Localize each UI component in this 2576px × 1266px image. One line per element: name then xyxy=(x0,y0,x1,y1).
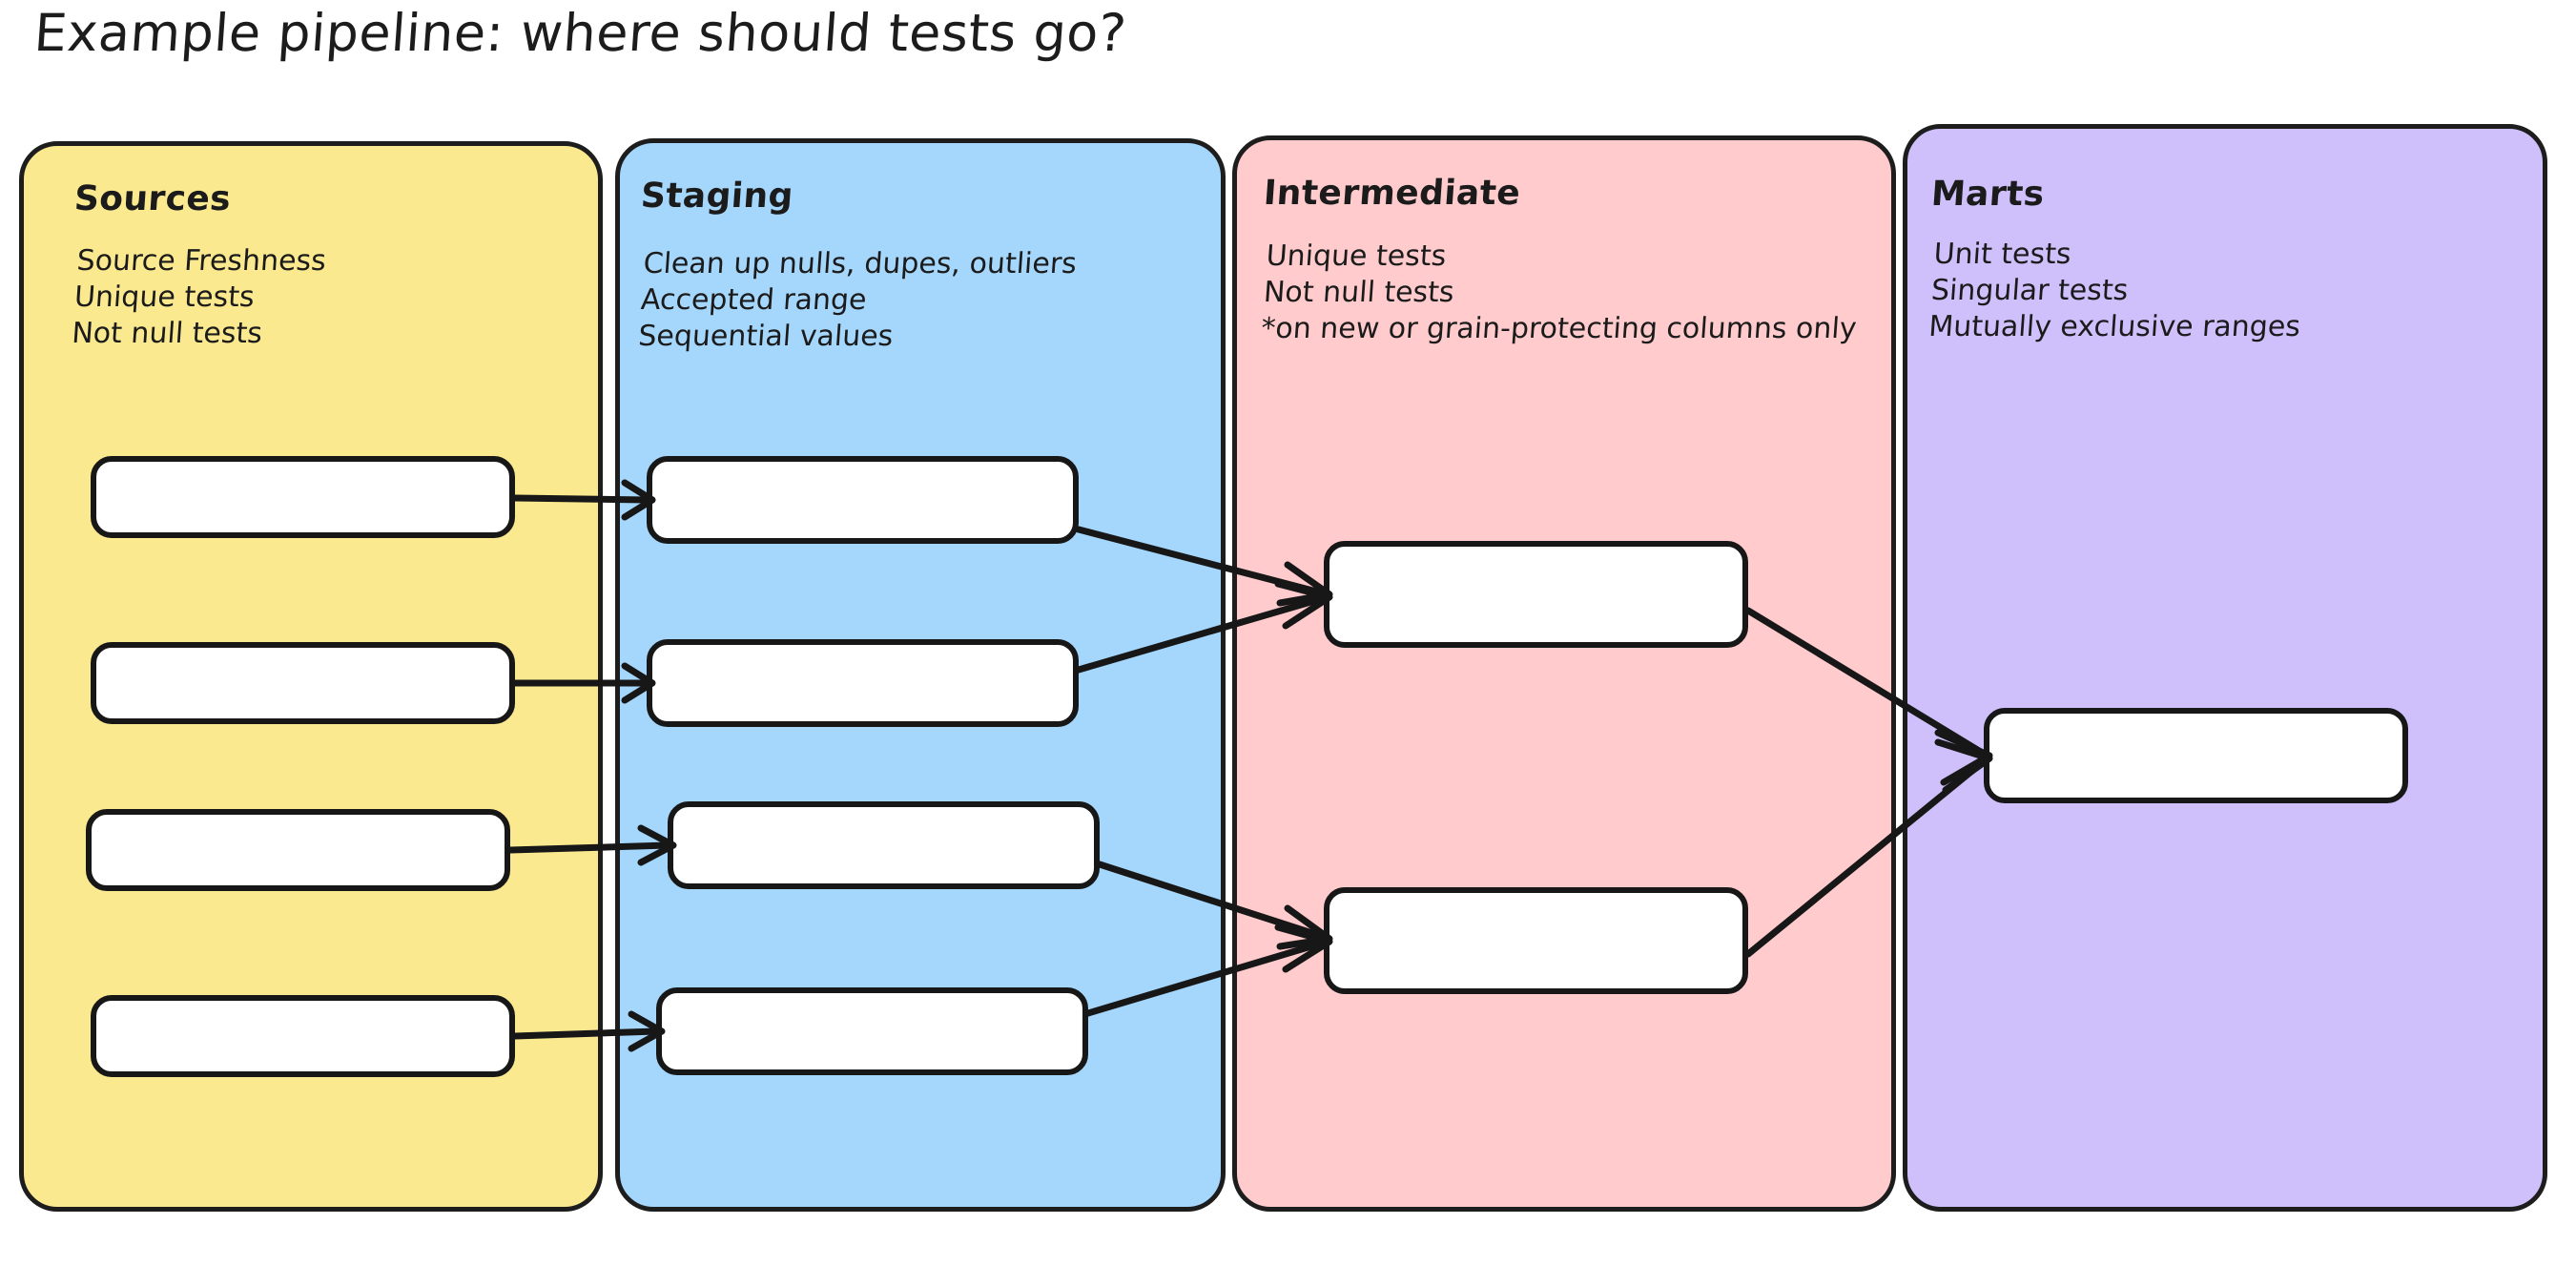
sources-node-3[interactable] xyxy=(86,809,510,891)
lane-marts xyxy=(1903,124,2547,1212)
sources-node-2[interactable] xyxy=(91,642,515,724)
lane-note: *on new or grain-protecting columns only xyxy=(1260,312,1858,345)
lane-title-marts: Marts xyxy=(1929,175,2046,214)
intermediate-node-1[interactable] xyxy=(1324,541,1748,648)
lane-note: Unit tests xyxy=(1932,238,2072,271)
marts-node-1[interactable] xyxy=(1984,708,2408,803)
lane-note: Not null tests xyxy=(1262,276,1455,309)
sources-node-4[interactable] xyxy=(91,995,515,1077)
lane-title-sources: Sources xyxy=(72,179,233,218)
lane-note: Clean up nulls, dupes, outliers xyxy=(642,247,1079,280)
lane-notes-marts: Unit tests Singular tests Mutually exclu… xyxy=(1927,237,2307,345)
sources-node-1[interactable] xyxy=(91,456,515,538)
intermediate-node-2[interactable] xyxy=(1324,887,1748,994)
lane-note: Mutually exclusive ranges xyxy=(1927,310,2302,343)
lane-note: Unique tests xyxy=(72,280,256,314)
lane-note: Unique tests xyxy=(1265,239,1448,273)
staging-node-1[interactable] xyxy=(647,456,1079,544)
staging-node-3[interactable] xyxy=(668,801,1100,889)
lane-title-intermediate: Intermediate xyxy=(1262,174,1522,213)
lane-note: Accepted range xyxy=(639,283,868,317)
lane-note: Singular tests xyxy=(1929,274,2130,307)
staging-node-2[interactable] xyxy=(647,639,1079,727)
lane-notes-staging: Clean up nulls, dupes, outliers Accepted… xyxy=(637,246,1078,355)
lane-note: Source Freshness xyxy=(75,244,328,278)
lane-notes-sources: Source Freshness Unique tests Not null t… xyxy=(71,243,327,352)
staging-node-4[interactable] xyxy=(656,987,1088,1075)
lane-note: Sequential values xyxy=(637,320,895,353)
lane-note: Not null tests xyxy=(71,317,264,350)
lane-title-staging: Staging xyxy=(639,176,795,216)
page-title: Example pipeline: where should tests go? xyxy=(31,3,1129,63)
lane-notes-intermediate: Unique tests Not null tests *on new or g… xyxy=(1260,239,1863,347)
